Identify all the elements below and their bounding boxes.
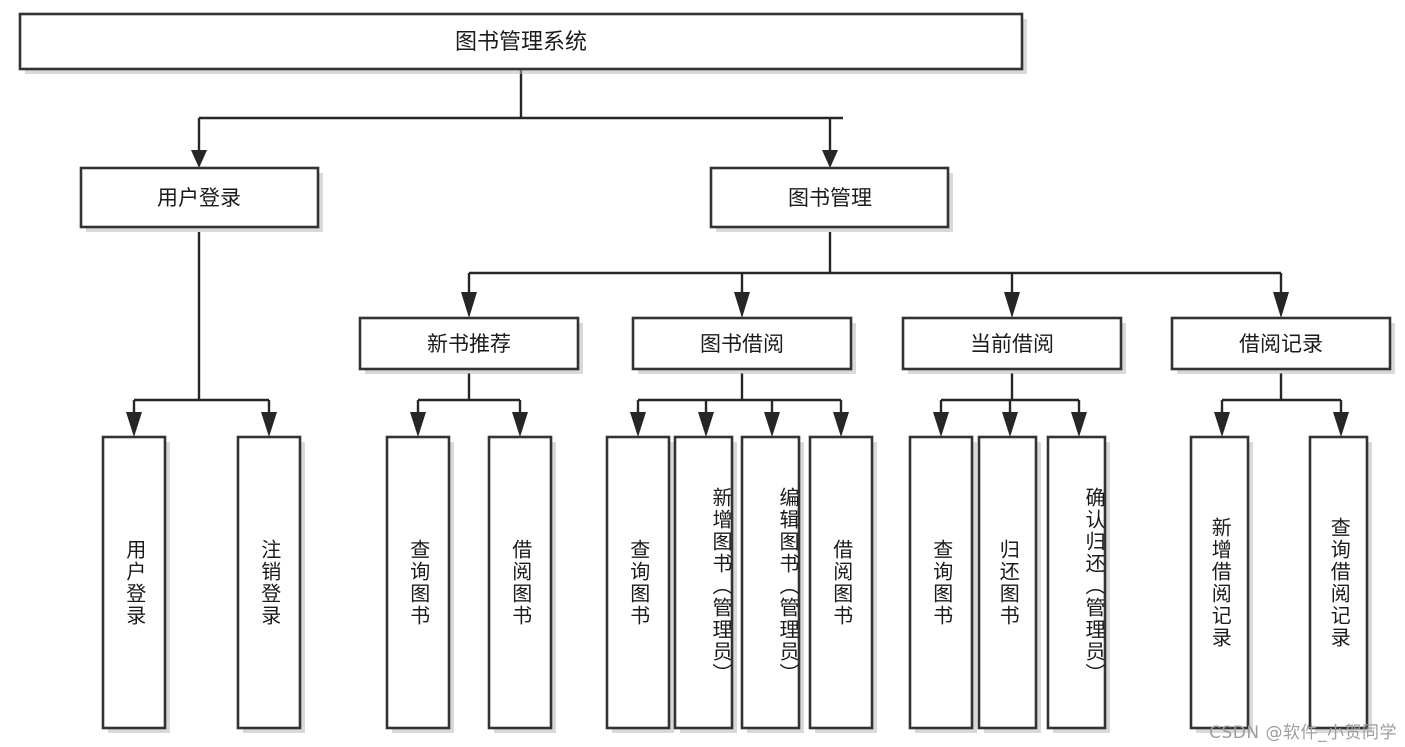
arrowhead-book-manage [822,150,838,168]
arrowhead-user-login [191,150,207,168]
node-boxes [18,12,1395,733]
leaf-lend-add-box[interactable] [673,435,734,730]
arrowhead-leaf-cur-confirm [1071,412,1087,437]
root-node-label: 图书管理系统 [455,30,587,55]
leaf-user-login-box[interactable] [101,435,167,730]
arrowhead-leaf-rec-query [410,412,426,437]
leaf-lend-edit-box[interactable] [740,435,801,730]
leaf-log-query-box[interactable] [1308,435,1369,730]
arrowhead-leaf-rec-borrow [512,412,528,437]
arrowhead-lend-record [1273,292,1289,318]
leaf-cur-return-box[interactable] [977,435,1038,730]
node-user-login-box[interactable] [79,166,320,229]
arrowhead-leaf-lend-query [630,412,646,437]
node-current-lend-box[interactable] [901,316,1123,371]
node-book-lend-box[interactable] [631,316,853,371]
leaf-user-logout-box[interactable] [236,435,302,730]
node-new-book-label: 新书推荐 [427,332,511,356]
leaf-rec-query-box[interactable] [385,435,451,730]
node-lend-record-box[interactable] [1170,316,1392,371]
arrowhead-current-lend [1004,292,1020,318]
node-book-manage-box[interactable] [709,166,950,229]
arrowhead-leaf-cur-query [933,412,949,437]
node-book-manage-label: 图书管理 [788,186,872,210]
arrowhead-leaf-cur-return [1002,412,1018,437]
leaf-cur-confirm-box[interactable] [1046,435,1107,730]
csdn-watermark: CSDN @软件_小贺同学 [1209,723,1397,743]
leaf-rec-borrow-box[interactable] [487,435,553,730]
arrowhead-leaf-lend-add [698,412,714,437]
arrowhead-leaf-user-logout [261,412,277,437]
node-new-book-box[interactable] [358,316,580,371]
leaf-lend-borrow-box[interactable] [808,435,874,730]
leaf-cur-query-box[interactable] [908,435,974,730]
node-book-lend-label: 图书借阅 [700,332,784,356]
arrowhead-leaf-lend-borrow [833,412,849,437]
arrowhead-leaf-log-query [1333,412,1349,437]
node-labels: 图书管理系统 用户登录 图书管理 新书推荐 图书借阅 当前借阅 借阅记录 [157,30,1323,356]
leaf-lend-query-box[interactable] [605,435,671,730]
arrowhead-leaf-log-add [1214,412,1230,437]
node-current-lend-label: 当前借阅 [970,332,1054,356]
node-user-login-label: 用户登录 [157,186,241,210]
arrowhead-leaf-lend-edit [764,412,780,437]
node-lend-record-label: 借阅记录 [1239,332,1323,356]
leaf-log-add-box[interactable] [1189,435,1250,730]
root-node-box[interactable] [18,12,1024,71]
connectors [126,69,1349,437]
arrowhead-leaf-user-login [126,412,142,437]
arrowhead-new-book [461,292,477,318]
arrowhead-book-lend [734,292,750,318]
